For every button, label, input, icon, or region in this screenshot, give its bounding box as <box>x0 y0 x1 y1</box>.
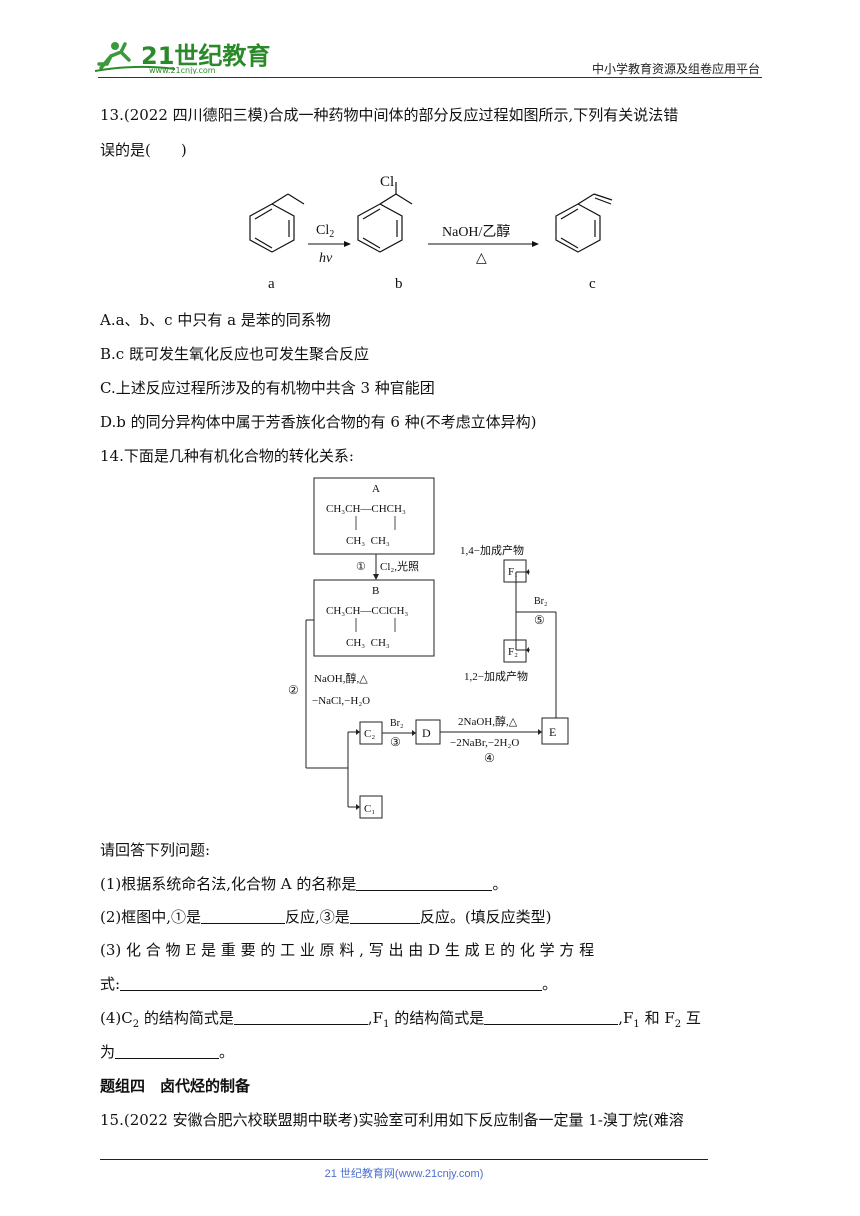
arrow2-reagent: NaOH/乙醇 <box>442 223 510 240</box>
box-b-label: B <box>372 585 379 597</box>
molecule-a <box>249 193 305 253</box>
molecule-c <box>555 193 613 253</box>
f1-description: 1,4−加成产物 <box>460 543 524 557</box>
footer-text: 21 世纪教育网(www.21cnjy.com) <box>324 1168 484 1180</box>
step2-condition-1: NaOH,醇,△ <box>314 671 368 685</box>
box-a-formula: CH₃CH—CHCH₃ <box>326 503 406 515</box>
molecule-b <box>357 182 413 253</box>
node-c1: C₁ <box>364 803 375 815</box>
label-c: c <box>589 276 596 292</box>
node-f1: F₁ <box>508 566 518 578</box>
q14-intro: 14.下面是几种有机化合物的转化关系: <box>100 447 354 465</box>
answer-blank-1[interactable] <box>356 874 493 891</box>
arrow2-condition: △ <box>476 251 487 266</box>
logo-runner-icon: 21世纪教育 www.21cnjy.com <box>94 42 270 75</box>
q14-prompt: 请回答下列问题: <box>100 841 211 859</box>
answer-blank-7[interactable] <box>115 1042 220 1059</box>
answer-blank-5[interactable] <box>233 1008 368 1025</box>
node-f2: F₂ <box>508 646 518 658</box>
answer-blank-3[interactable] <box>349 907 420 924</box>
box-a-label: A <box>372 483 380 495</box>
step1-number: ① <box>356 561 366 573</box>
node-c2: C₂ <box>364 728 375 740</box>
q14-conversion-diagram: A CH₃CH—CHCH₃ CH₃ CH₃ ① Cl₂,光照 B CH₃CH—C… <box>288 477 569 819</box>
footer-divider <box>100 1159 708 1160</box>
step1-condition: Cl₂,光照 <box>380 559 419 573</box>
section-heading: 题组四 卤代烃的制备 <box>100 1077 251 1095</box>
q14-sub4-line1: (4)C2 的结构简式是,F1 的结构简式是,F1 和 F2 互 <box>100 1008 701 1030</box>
q13-option-b: B.c 既可发生氧化反应也可发生聚合反应 <box>100 345 369 363</box>
step3-number: ③ <box>390 735 401 749</box>
box-a-substituents: CH₃ CH₃ <box>346 535 390 547</box>
step2-condition-2: −NaCl,−H₂O <box>312 695 370 707</box>
step3-reagent: Br₂ <box>390 718 404 729</box>
step4-condition-2: −2NaBr,−2H₂O <box>450 737 519 749</box>
step4-number: ④ <box>484 751 495 765</box>
header-divider <box>98 77 762 78</box>
box-f2 <box>503 639 527 663</box>
cl-label: Cl <box>380 174 394 190</box>
q13-option-a: A.a、b、c 中只有 a 是苯的同系物 <box>100 311 331 329</box>
logo-url: www.21cnjy.com <box>149 66 216 74</box>
answer-blank-6[interactable] <box>484 1008 619 1025</box>
step5-reagent: Br₂ <box>534 596 548 607</box>
q13-line1: 13.(2022 四川德阳三模)合成一种药物中间体的部分反应过程如图所示,下列有… <box>100 106 679 124</box>
label-b: b <box>395 276 403 292</box>
q13-line2: 误的是( ) <box>100 141 187 159</box>
svg-text:Cl2: Cl2 <box>316 223 334 240</box>
answer-blank-2[interactable] <box>201 907 286 924</box>
header-right-text: 中小学教育资源及组卷应用平台 <box>591 62 760 76</box>
logo-text: 21世纪教育 <box>141 42 270 70</box>
box-a <box>313 477 435 555</box>
box-b-substituents: CH₃ CH₃ <box>346 637 390 649</box>
f2-description: 1,2−加成产物 <box>464 669 528 683</box>
q15-line1: 15.(2022 安徽合肥六校联盟期中联考)实验室可利用如下反应制备一定量 1-… <box>100 1111 684 1129</box>
q13-reaction-diagram: a Cl2 hν Cl b NaOH/乙醇 △ c <box>249 174 613 292</box>
arrow1-condition: hν <box>319 251 333 266</box>
q14-sub3-line2: 式:。 <box>100 974 558 993</box>
logo: 21世纪教育 www.21cnjy.com <box>94 38 270 75</box>
box-b-formula: CH₃CH—CClCH₃ <box>326 605 408 617</box>
answer-blank-4[interactable] <box>120 974 543 991</box>
box-e <box>541 717 569 745</box>
q14-sub1: (1)根据系统命名法,化合物 A 的名称是。 <box>100 874 508 893</box>
q14-sub3-line1: (3) 化 合 物 E 是 重 要 的 工 业 原 料 , 写 出 由 D 生 … <box>100 941 595 959</box>
q14-sub2: (2)框图中,①是反应,③是反应。(填反应类型) <box>100 907 552 926</box>
label-a: a <box>268 276 275 292</box>
step2-number: ② <box>288 683 299 697</box>
arrow1-reagent: Cl <box>316 223 329 238</box>
q14-sub4-line2: 为。 <box>100 1042 235 1061</box>
box-f1 <box>503 559 527 583</box>
q13-option-d: D.b 的同分异构体中属于芳香族化合物的有 6 种(不考虑立体异构) <box>100 413 537 431</box>
box-b <box>313 579 435 657</box>
node-e: E <box>549 725 556 739</box>
q13-option-c: C.上述反应过程所涉及的有机物中共含 3 种官能团 <box>100 379 435 397</box>
step5-number: ⑤ <box>534 613 545 627</box>
step4-condition-1: 2NaOH,醇,△ <box>458 714 518 728</box>
node-d: D <box>422 726 431 740</box>
